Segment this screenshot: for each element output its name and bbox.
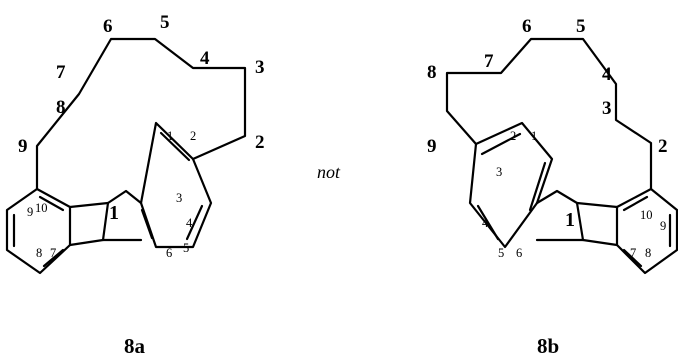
chain-label-2b: 2 [658,136,668,157]
double-bond-5-6 [140,208,154,240]
ring-label-9b: 9 [660,219,666,233]
double-bond-7-8b [622,248,643,268]
chain-label-3: 3 [255,57,265,78]
ring-label-7b: 7 [630,246,636,260]
ring-right-8b [615,187,678,275]
connector-text: not [317,162,341,182]
ring-label-8b: 8 [645,246,651,260]
chain-label-6b: 6 [522,16,532,37]
double-bond-5-6b [528,161,547,212]
ring-label-8: 8 [36,246,42,260]
chain-label-4: 4 [200,48,210,69]
ring-label-4b: 4 [482,216,489,230]
ring-label-10: 10 [35,201,48,215]
caption-8a: 8a [124,334,146,357]
bond-right-to-five [575,201,619,209]
chain-label-5b: 5 [576,16,586,37]
ring-label-4: 4 [186,216,193,230]
chain-label-9b: 9 [427,136,437,157]
molecule-8a: 2 3 4 5 6 7 8 9 1 2 3 4 5 6 7 8 9 10 1 8… [5,12,265,358]
ring-label-6: 6 [166,246,172,260]
double-bond-10b [622,195,649,212]
ring-label-1b: 1 [531,129,537,143]
double-bond-3-4 [185,204,204,241]
ring-label-10b: 10 [640,208,653,222]
ring-five-8b [535,189,585,242]
ring-label-5b: 5 [498,246,504,260]
ring-right-8a [139,121,213,249]
caption-8b: 8b [537,334,559,357]
chain-label-6: 6 [103,16,113,37]
molecule-8b: 2 3 4 5 6 7 8 9 1 2 3 4 5 6 7 8 9 10 1 8… [427,16,678,358]
ring-label-2b: 2 [510,129,516,143]
double-bond-1-2 [159,131,191,162]
chain-label-8b: 8 [427,62,437,83]
bond-right-to-five-2 [581,238,619,247]
chain-label-7: 7 [56,62,66,83]
bond-left-to-five-2 [68,238,105,247]
ring-label-3b: 3 [496,165,502,179]
ring-label-5: 5 [183,241,189,255]
ring-label-6b: 6 [516,246,522,260]
chain-8b [445,37,653,191]
double-bond-3-4b [476,204,500,241]
chain-label-3b: 3 [602,98,612,119]
ring-label-7: 7 [50,246,56,260]
double-bond-1-2b [480,132,522,156]
ring-number-b: 1 [565,209,575,231]
chain-label-5: 5 [160,12,170,33]
double-bond-7-8 [42,248,65,268]
bond-left-to-five [68,201,110,209]
chain-label-8: 8 [56,97,66,118]
chain-label-7b: 7 [484,51,494,72]
ring-label-9: 9 [27,205,33,219]
chain-label-4b: 4 [602,64,612,85]
double-bond-10a [38,195,65,212]
ring-label-2: 2 [190,129,196,143]
chain-8a [35,37,247,191]
ring-label-1: 1 [167,129,173,143]
ring-label-3: 3 [176,191,182,205]
ring-number: 1 [109,202,119,224]
chain-label-9: 9 [18,136,28,157]
chain-label-2: 2 [255,132,265,153]
